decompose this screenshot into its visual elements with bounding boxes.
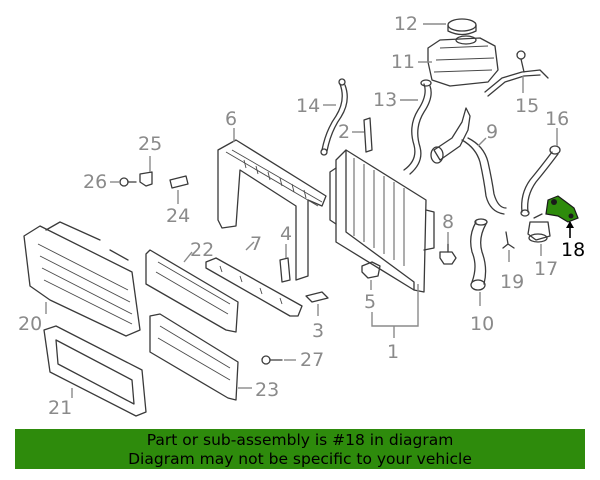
- callout-9: 9: [486, 121, 498, 143]
- callout-15: 15: [515, 95, 539, 117]
- callout-21: 21: [48, 397, 72, 419]
- part-18-bracket: [545, 195, 579, 223]
- part-26-bolt: [119, 177, 137, 187]
- part-25-clip: [139, 171, 153, 187]
- callout-8: 8: [442, 211, 454, 233]
- part-1-radiator: [329, 149, 435, 293]
- callout-27: 27: [300, 349, 324, 371]
- part-19-clip: [502, 231, 515, 249]
- part-6-support-frame: [217, 139, 327, 281]
- callout-4: 4: [280, 223, 292, 245]
- callout-10: 10: [470, 313, 494, 335]
- callout-22: 22: [190, 239, 214, 261]
- part-21-grille-seal: [43, 325, 147, 417]
- part-2-clip: [363, 117, 373, 153]
- part-20-grille-frame: [23, 221, 141, 337]
- part-15-overflow-hose: [484, 50, 549, 97]
- part-4-pad: [279, 257, 291, 283]
- callout-2: 2: [338, 121, 350, 143]
- leader-7: [245, 241, 255, 251]
- callout-19: 19: [500, 271, 524, 293]
- callout-23: 23: [255, 379, 279, 401]
- callout-20: 20: [18, 313, 42, 335]
- part-17-drain-valve: [527, 213, 551, 243]
- callout-3: 3: [312, 320, 324, 342]
- callout-18: 18: [561, 239, 585, 261]
- callout-24: 24: [166, 205, 190, 227]
- callout-6: 6: [225, 108, 237, 130]
- callout-12: 12: [394, 13, 418, 35]
- banner-line-2: Diagram may not be specific to your vehi…: [128, 450, 472, 468]
- part-8-fitting: [439, 243, 457, 265]
- part-7-deflector: [205, 257, 303, 317]
- part-24-clip: [169, 175, 189, 189]
- callout-1: 1: [387, 341, 399, 363]
- callout-16: 16: [545, 108, 569, 130]
- banner-line-1: Part or sub-assembly is #18 in diagram: [146, 431, 454, 449]
- exploded-parts-diagram: 12 11 15 13 14 9: [18, 13, 585, 419]
- callout-5: 5: [364, 291, 376, 313]
- leader-18-arrowhead: [566, 221, 574, 228]
- part-16-hose: [520, 145, 561, 217]
- part-22-side-deflector: [145, 249, 239, 333]
- part-3-bracket: [305, 291, 329, 303]
- part-23-lower-deflector: [149, 313, 239, 401]
- part-5-bracket: [361, 261, 381, 279]
- callout-17: 17: [534, 258, 558, 280]
- callout-14: 14: [296, 95, 320, 117]
- callout-7: 7: [250, 233, 262, 255]
- callout-26: 26: [83, 171, 107, 193]
- notice-banner: Part or sub-assembly is #18 in diagram D…: [15, 429, 585, 469]
- part-11-expansion-tank: [427, 35, 499, 87]
- part-27-bolt: [261, 355, 283, 365]
- callout-13: 13: [373, 89, 397, 111]
- part-9-radiator-hose: [430, 107, 507, 215]
- callout-25: 25: [138, 133, 162, 155]
- part-13-hose: [403, 79, 432, 175]
- part-14-hose: [320, 78, 348, 156]
- leader-9: [477, 137, 487, 147]
- part-10-lower-hose: [470, 218, 488, 291]
- leader-1: [371, 284, 419, 327]
- part-12-reservoir-cap: [447, 18, 477, 36]
- callout-11: 11: [391, 51, 415, 73]
- leader-22: [183, 251, 193, 263]
